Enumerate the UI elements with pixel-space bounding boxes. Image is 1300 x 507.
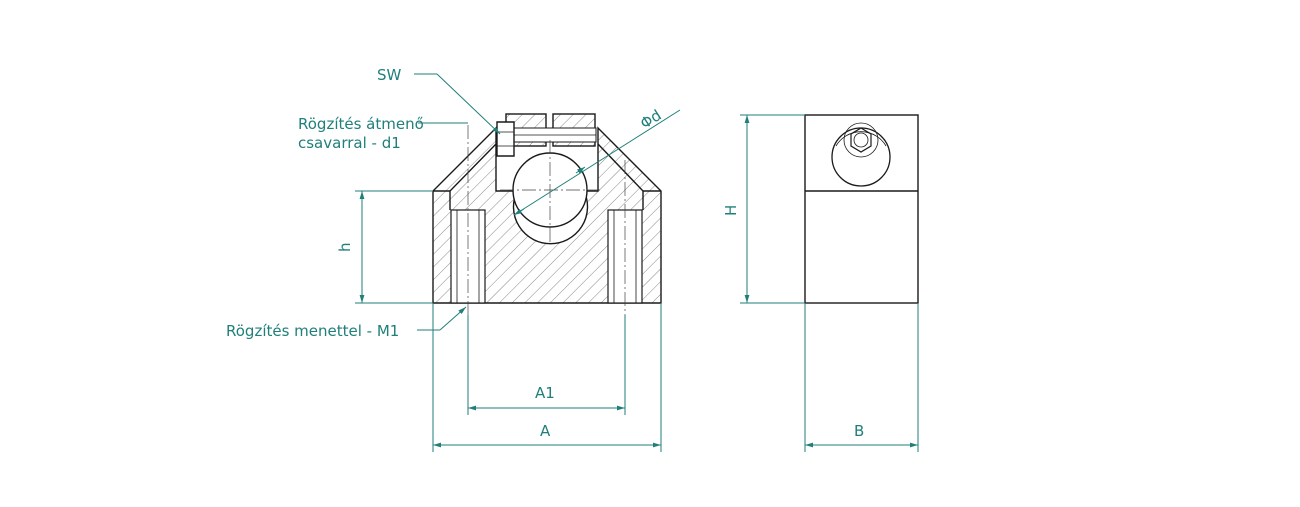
dim-a1: A1: [467, 315, 626, 415]
label-big-h: H: [722, 205, 740, 216]
label-b: B: [854, 422, 864, 440]
label-sw: SW: [377, 66, 402, 84]
leader-d1: Rögzítés átmenő csavarral - d1: [298, 115, 468, 152]
label-a1: A1: [535, 384, 555, 402]
label-d1-line2: csavarral - d1: [298, 134, 401, 152]
dim-big-h: H: [722, 114, 805, 304]
label-m1: Rögzítés menettel - M1: [226, 322, 399, 340]
label-phi-d: Φd: [637, 106, 665, 133]
front-view: [432, 113, 662, 315]
label-d1-line1: Rögzítés átmenő: [298, 115, 424, 133]
dim-a: A: [432, 303, 662, 452]
side-view: [804, 114, 919, 304]
label-h: h: [336, 242, 354, 252]
leader-sw: SW: [377, 66, 501, 135]
label-a: A: [540, 422, 551, 440]
dim-b: B: [804, 303, 919, 452]
front-view-screw-head: [496, 121, 515, 157]
leader-m1: Rögzítés menettel - M1: [226, 306, 467, 340]
hex-socket-icon: [850, 127, 872, 153]
dim-h: h: [336, 190, 433, 304]
